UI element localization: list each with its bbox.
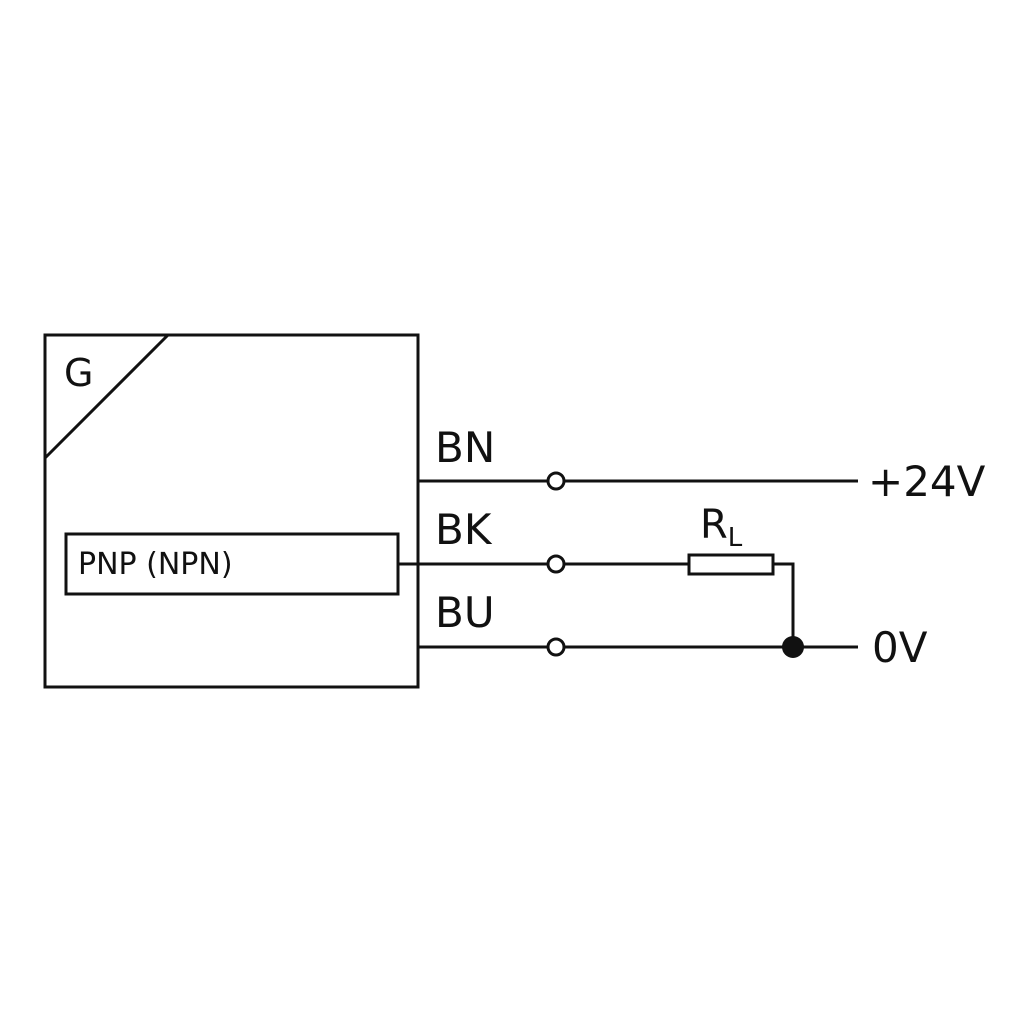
terminal-bu — [546, 637, 566, 657]
corner-diagonal — [43, 333, 170, 460]
output-stage-label: PNP (NPN) — [78, 547, 233, 582]
resistor-label: RL — [700, 502, 743, 553]
wire-code-bn: BN — [435, 423, 495, 472]
junction-dot — [782, 636, 804, 658]
resistor-body — [687, 553, 775, 576]
wire-bn: BN +24V — [418, 423, 986, 506]
load-resistor: RL — [687, 502, 795, 647]
sensor-body — [43, 333, 420, 689]
terminal-bn — [546, 471, 566, 491]
sensor-housing: G PNP (NPN) — [43, 333, 420, 689]
output-stage-box — [64, 532, 400, 596]
supply-positive-label: +24V — [868, 457, 986, 506]
supply-zero-label: 0V — [872, 623, 928, 672]
terminal-bk — [546, 554, 566, 574]
wire-bk: BK — [398, 505, 689, 574]
wire-code-bu: BU — [435, 588, 495, 637]
wire-bu: BU 0V — [418, 588, 928, 672]
sensor-type-label: G — [64, 351, 93, 395]
resistor-return-wire — [773, 562, 795, 647]
wire-code-bk: BK — [435, 505, 493, 554]
